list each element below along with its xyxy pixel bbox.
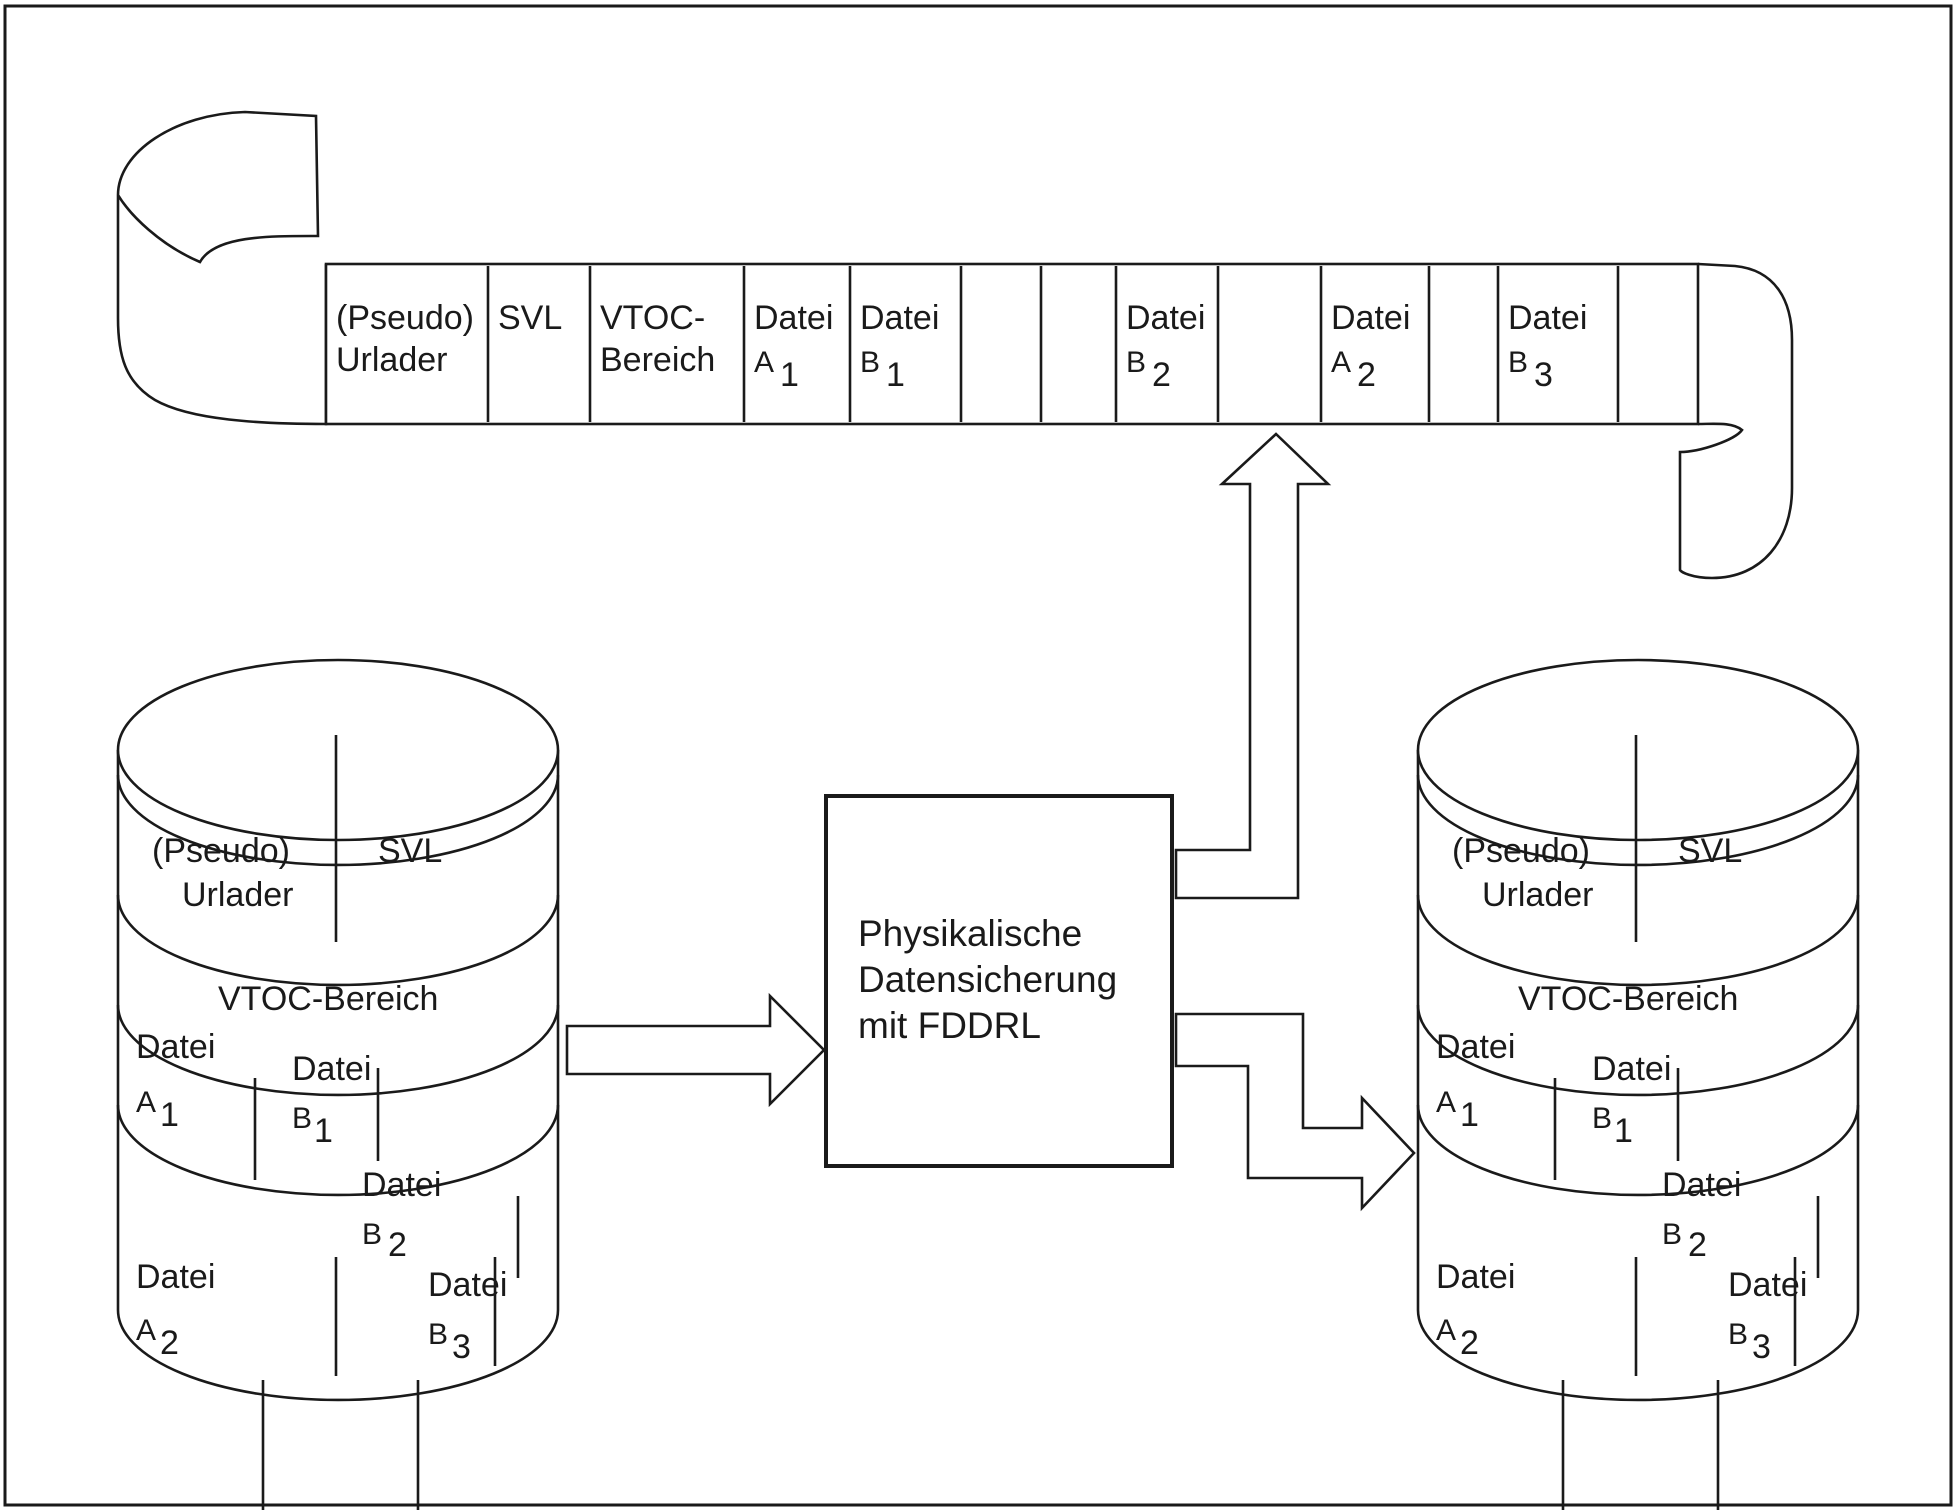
process-line-3: mit FDDRL — [858, 1005, 1041, 1046]
figure-frame — [3, 4, 1953, 1507]
disk-file-b3-letter: B — [1728, 1318, 1748, 1351]
disk-file-b3-sub: 3 — [452, 1328, 471, 1366]
tape-cell-line1: (Pseudo) — [336, 299, 474, 337]
disk-file-a2-word: Datei — [136, 1258, 215, 1296]
disk-body — [116, 750, 560, 1402]
disk-file-a1-sub: 1 — [160, 1096, 179, 1134]
tape-cell-letter: B — [860, 346, 880, 379]
tape-cell-subscript: 3 — [1534, 356, 1553, 394]
disk-file-b3-word: Datei — [1728, 1266, 1807, 1304]
disk-file-b3-word: Datei — [428, 1266, 507, 1304]
disk-file-b1-letter: B — [292, 1102, 312, 1135]
disk-body — [1416, 750, 1860, 1402]
tape-cell-subscript: 2 — [1152, 356, 1171, 394]
tape-right-curl — [1678, 262, 1794, 580]
tape-cell-letter: A — [1331, 346, 1351, 379]
disk-file-b1-word: Datei — [292, 1050, 371, 1088]
tape-cell-line1: Datei — [754, 299, 833, 337]
disk-file-a1-letter: A — [136, 1086, 156, 1119]
disk-svl-label: SVL — [1678, 832, 1742, 870]
disk-file-b2-letter: B — [1662, 1218, 1682, 1251]
disk-file-b2-word: Datei — [1662, 1166, 1741, 1204]
disk-file-b2-sub: 2 — [388, 1226, 407, 1264]
disk-layer-line — [1416, 894, 1860, 987]
disk-boot-line1: (Pseudo) — [1452, 832, 1590, 870]
disk-layer-line — [116, 1104, 560, 1197]
disk-file-a2-sub: 2 — [160, 1324, 179, 1362]
tape-cell-line1: SVL — [498, 299, 562, 337]
tape-cell-line1: Datei — [1331, 299, 1410, 337]
disk-file-b1-sub: 1 — [314, 1112, 333, 1150]
tape-cell-letter: B — [1508, 346, 1528, 379]
process-box-frame — [824, 794, 1174, 1168]
disk-top — [1416, 658, 1860, 842]
disk-layer-line — [1416, 774, 1860, 867]
disk-file-b1-sub: 1 — [1614, 1112, 1633, 1150]
arrow-disk-to-process — [565, 992, 826, 1108]
disk-file-a2-sub: 2 — [1460, 1324, 1479, 1362]
disk-file-b1-letter: B — [1592, 1102, 1612, 1135]
arrow-process-to-disk — [1174, 1012, 1416, 1212]
tape-cell-line2: Bereich — [600, 341, 715, 379]
disk-file-a2-letter: A — [136, 1314, 156, 1347]
process-line-2: Datensicherung — [858, 959, 1117, 1000]
disk-file-a1-letter: A — [1436, 1086, 1456, 1119]
tape-cell-line2: Urlader — [336, 341, 447, 379]
tape-dividers — [486, 266, 1620, 422]
arrow-process-to-tape — [1174, 432, 1332, 900]
disk-layer-line — [116, 1004, 560, 1097]
tape-strip — [324, 262, 1700, 426]
disk-svl-label: SVL — [378, 832, 442, 870]
disk-file-b2-sub: 2 — [1688, 1226, 1707, 1264]
tape-cell-line1: Datei — [1508, 299, 1587, 337]
tape-cell-letter: A — [754, 346, 774, 379]
disk-boot-line1: (Pseudo) — [152, 832, 290, 870]
disk-vtoc-label: VTOC-Bereich — [218, 980, 438, 1018]
disk-layer-line — [1416, 1004, 1860, 1097]
disk-boot-line2: Urlader — [182, 876, 293, 914]
disk-layer-line — [116, 894, 560, 987]
tape-left-curl — [116, 110, 328, 426]
disk-file-b2-word: Datei — [362, 1166, 441, 1204]
disk-file-b2-letter: B — [362, 1218, 382, 1251]
tape-cell-letter: B — [1126, 346, 1146, 379]
disk-file-a1-word: Datei — [136, 1028, 215, 1066]
disk-file-a1-sub: 1 — [1460, 1096, 1479, 1134]
disk-top — [116, 658, 560, 842]
disk-file-a2-letter: A — [1436, 1314, 1456, 1347]
disk-file-b3-sub: 3 — [1752, 1328, 1771, 1366]
disk-file-b1-word: Datei — [1592, 1050, 1671, 1088]
process-box: Physikalische Datensicherung mit FDDRL — [824, 794, 1174, 1168]
disk-layer-line — [1416, 1104, 1860, 1197]
process-line-1: Physikalische — [858, 913, 1082, 954]
tape-cell-subscript: 2 — [1357, 356, 1376, 394]
disk-file-b3-letter: B — [428, 1318, 448, 1351]
tape-cell-line1: Datei — [860, 299, 939, 337]
tape-cell-subscript: 1 — [886, 356, 905, 394]
tape-cell-line1: Datei — [1126, 299, 1205, 337]
tape-cell-subscript: 1 — [780, 356, 799, 394]
disk-layer-line — [116, 774, 560, 867]
disk-boot-line2: Urlader — [1482, 876, 1593, 914]
disk-vtoc-label: VTOC-Bereich — [1518, 980, 1738, 1018]
disk-file-a1-word: Datei — [1436, 1028, 1515, 1066]
disk-file-a2-word: Datei — [1436, 1258, 1515, 1296]
tape-cell-line1: VTOC- — [600, 299, 705, 337]
